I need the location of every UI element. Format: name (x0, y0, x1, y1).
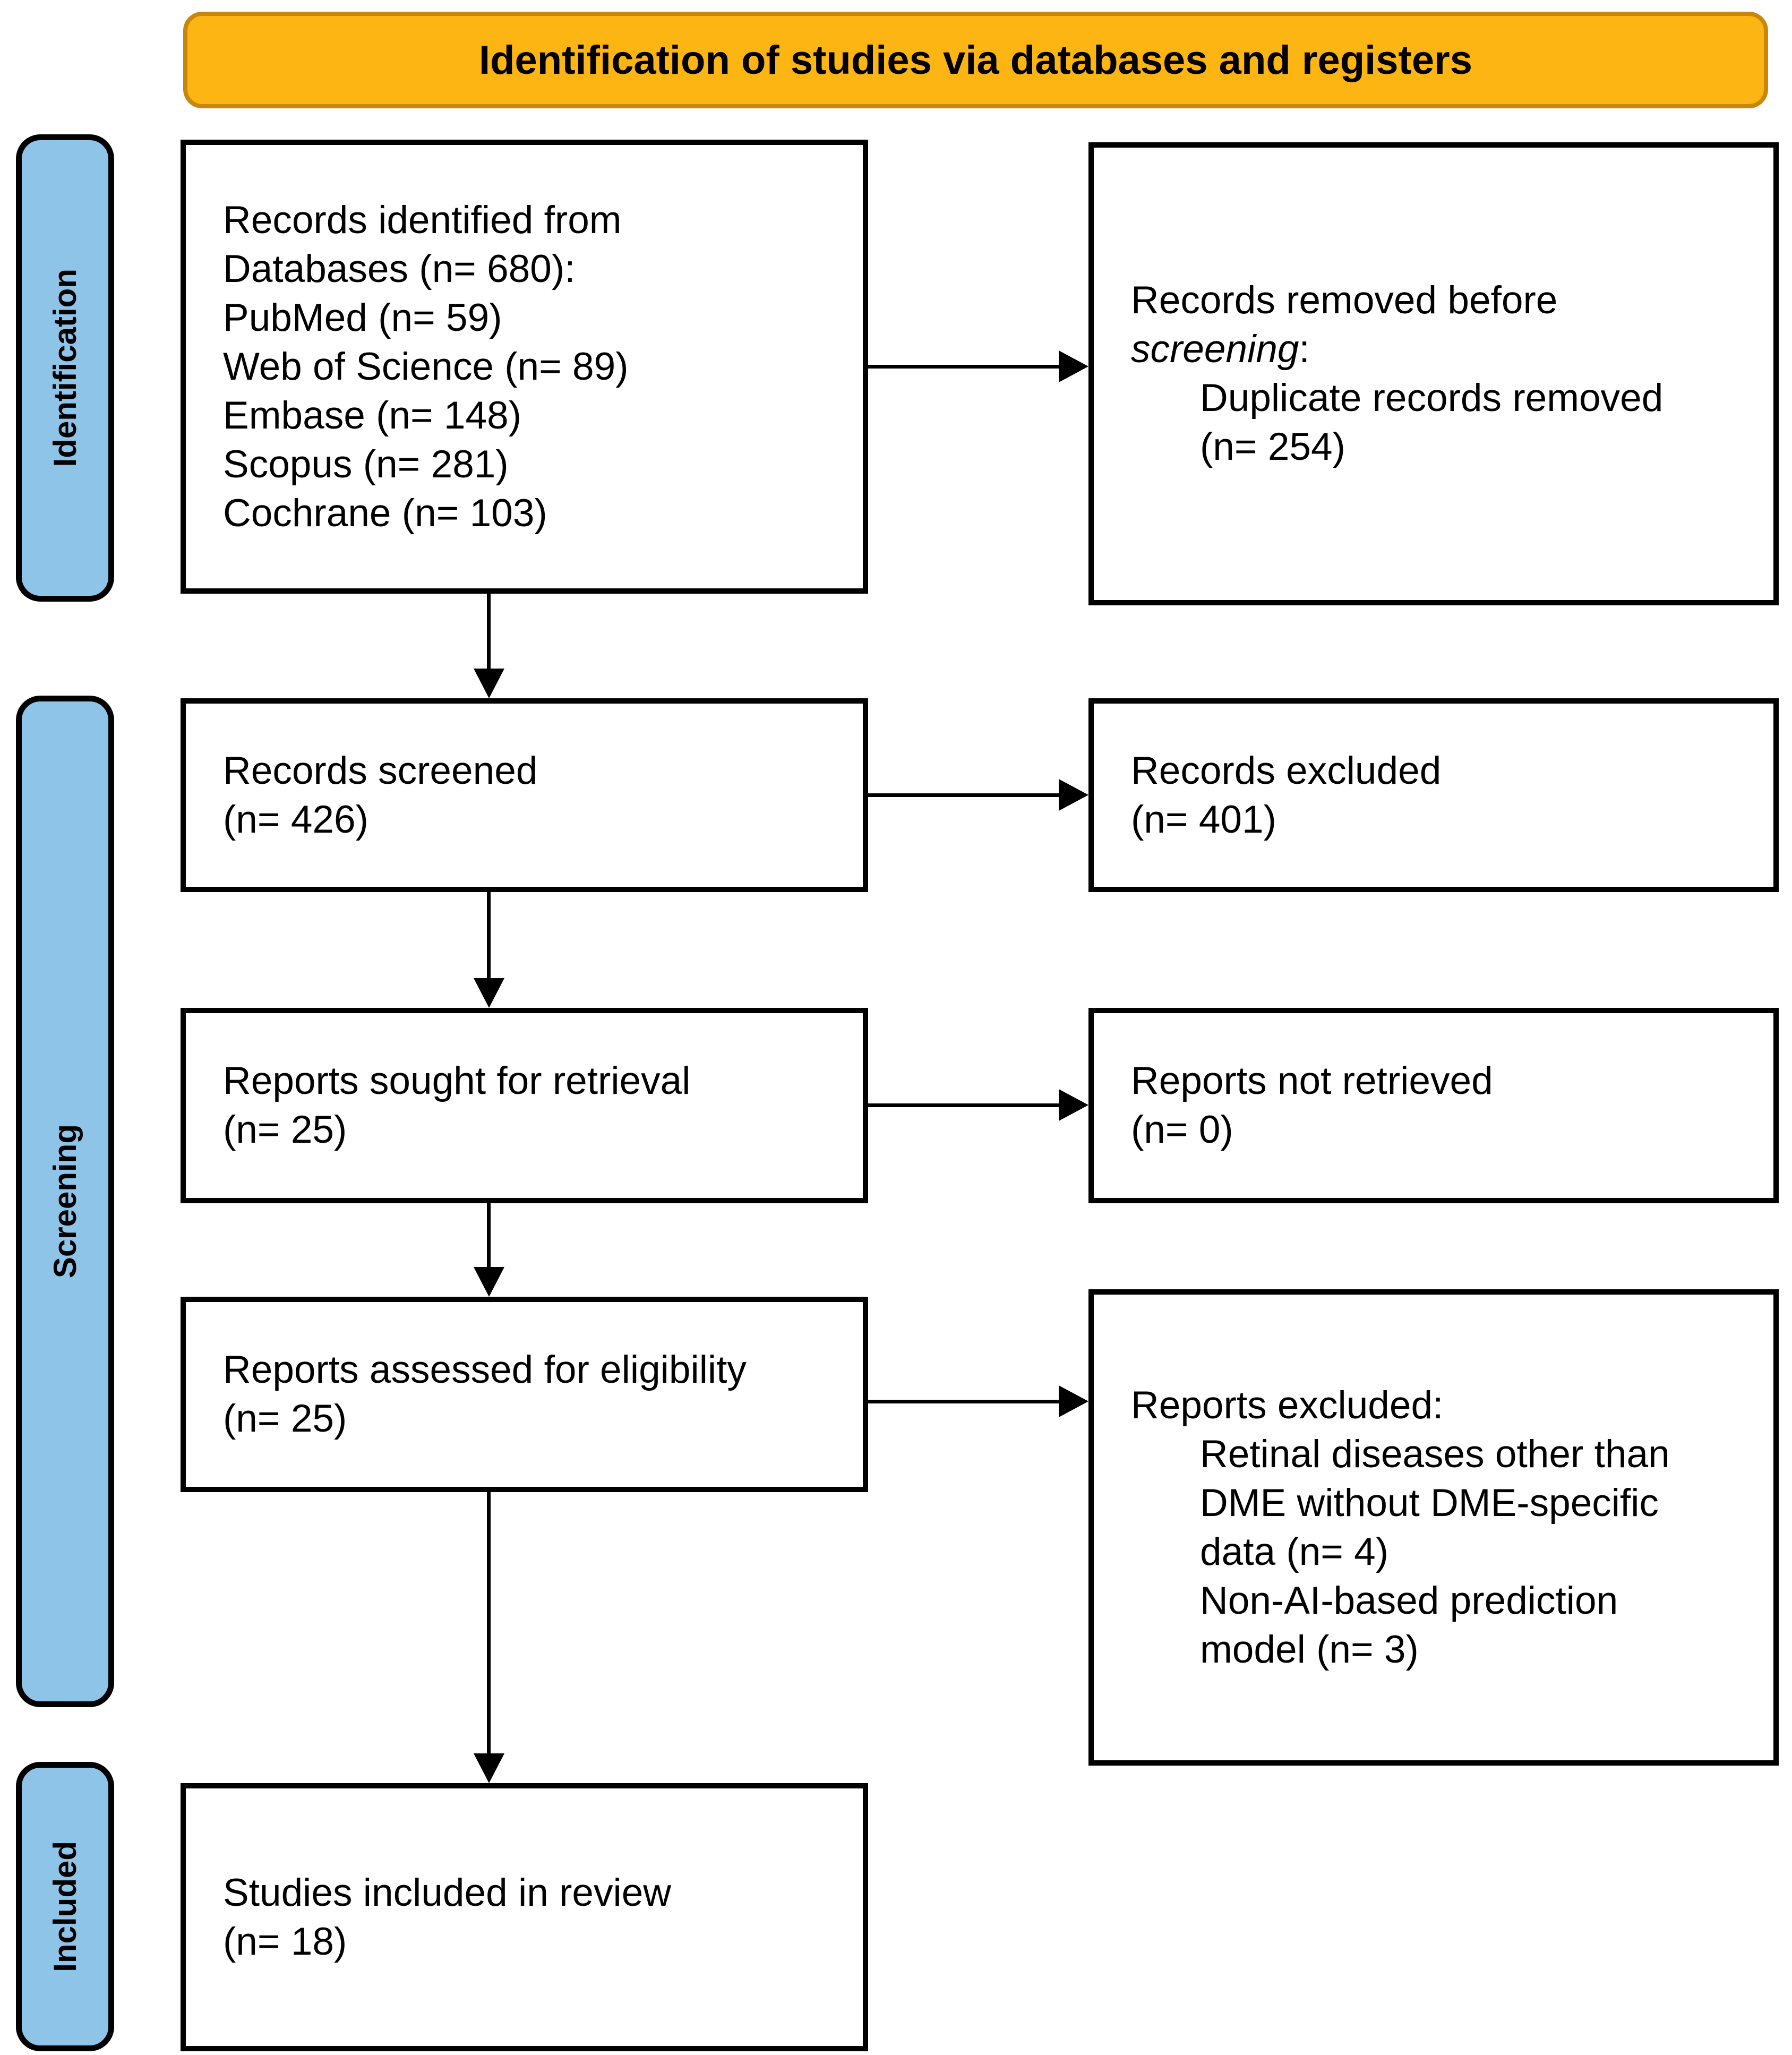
down-arrow-4-shaft (487, 1489, 491, 1756)
stage-label-included: Included (16, 1762, 114, 2051)
box-records-identified: Records identified from Databases (n= 68… (181, 140, 868, 594)
down-arrow-3-shaft (487, 1200, 491, 1269)
box-records-excluded: Records excluded (n= 401) (1088, 698, 1779, 892)
text-line: Reports not retrieved (1131, 1059, 1493, 1102)
text-line: PubMed (n= 59) (223, 296, 502, 339)
down-arrow-3-icon (474, 1267, 504, 1297)
text-line: (n= 25) (223, 1108, 347, 1151)
text-line: Embase (n= 148) (223, 393, 522, 437)
right-arrow-3-shaft (865, 1103, 1060, 1107)
stage-label-identification: Identification (16, 134, 114, 602)
right-arrow-2-shaft (865, 793, 1060, 797)
text-line: (n= 0) (1131, 1108, 1233, 1151)
right-arrow-1-shaft (865, 365, 1060, 369)
down-arrow-2-shaft (487, 889, 491, 980)
text-line: (n= 426) (223, 798, 368, 841)
right-arrow-4-shaft (865, 1400, 1060, 1403)
text-line: Reports assessed for eligibility (223, 1348, 747, 1391)
text-line: (n= 254) (1200, 425, 1345, 468)
down-arrow-2-icon (474, 978, 504, 1008)
text-line: Databases (n= 680): (223, 247, 576, 290)
text-line: data (n= 4) (1200, 1530, 1389, 1573)
text-line: Records excluded (1131, 749, 1442, 792)
box-reports-not-retrieved: Reports not retrieved (n= 0) (1088, 1008, 1779, 1203)
text-line: Reports sought for retrieval (223, 1059, 691, 1102)
italic-word: screening (1131, 328, 1299, 371)
text-line: DME without DME-specific (1200, 1481, 1659, 1525)
text-line: Web of Science (n= 89) (223, 345, 629, 388)
banner-title: Identification of studies via databases … (479, 37, 1472, 83)
down-arrow-4-icon (474, 1753, 504, 1783)
box-records-removed: Records removed before screening: Duplic… (1088, 142, 1779, 605)
box-reports-sought: Reports sought for retrieval (n= 25) (181, 1008, 868, 1203)
box-reports-assessed: Reports assessed for eligibility (n= 25) (181, 1297, 868, 1492)
stage-label-screening-text: Screening (47, 1124, 83, 1279)
text-line: screening: (1131, 325, 1761, 374)
down-arrow-1-icon (474, 669, 504, 698)
colon: : (1299, 328, 1310, 371)
text-line: (n= 401) (1131, 798, 1276, 841)
right-arrow-1-icon (1059, 350, 1088, 382)
stage-label-included-text: Included (47, 1841, 83, 1972)
text-line: Non-AI-based prediction (1200, 1579, 1618, 1622)
banner: Identification of studies via databases … (183, 12, 1768, 108)
stage-label-identification-text: Identification (47, 269, 83, 467)
text-line: Reports excluded: (1131, 1383, 1444, 1427)
text-line: Records screened (223, 749, 538, 792)
text-line: Duplicate records removed (1200, 376, 1664, 419)
right-arrow-2-icon (1059, 779, 1088, 811)
text-line: Records removed before (1131, 279, 1558, 322)
text-line: Records identified from (223, 198, 622, 242)
text-line: (n= 25) (223, 1397, 347, 1440)
box-studies-included: Studies included in review (n= 18) (181, 1783, 868, 2051)
box-reports-excluded: Reports excluded: Retinal diseases other… (1088, 1289, 1779, 1766)
text-line: model (n= 3) (1200, 1628, 1419, 1671)
text-line: Studies included in review (223, 1871, 672, 1914)
right-arrow-3-icon (1059, 1089, 1088, 1121)
stage-label-screening: Screening (16, 696, 114, 1707)
text-line: Cochrane (n= 103) (223, 491, 547, 535)
text-line: (n= 18) (223, 1920, 347, 1963)
box-records-screened: Records screened (n= 426) (181, 698, 868, 892)
text-line: Retinal diseases other than (1200, 1432, 1670, 1476)
right-arrow-4-icon (1059, 1385, 1088, 1417)
text-line: Scopus (n= 281) (223, 442, 509, 486)
down-arrow-1-shaft (487, 590, 491, 671)
